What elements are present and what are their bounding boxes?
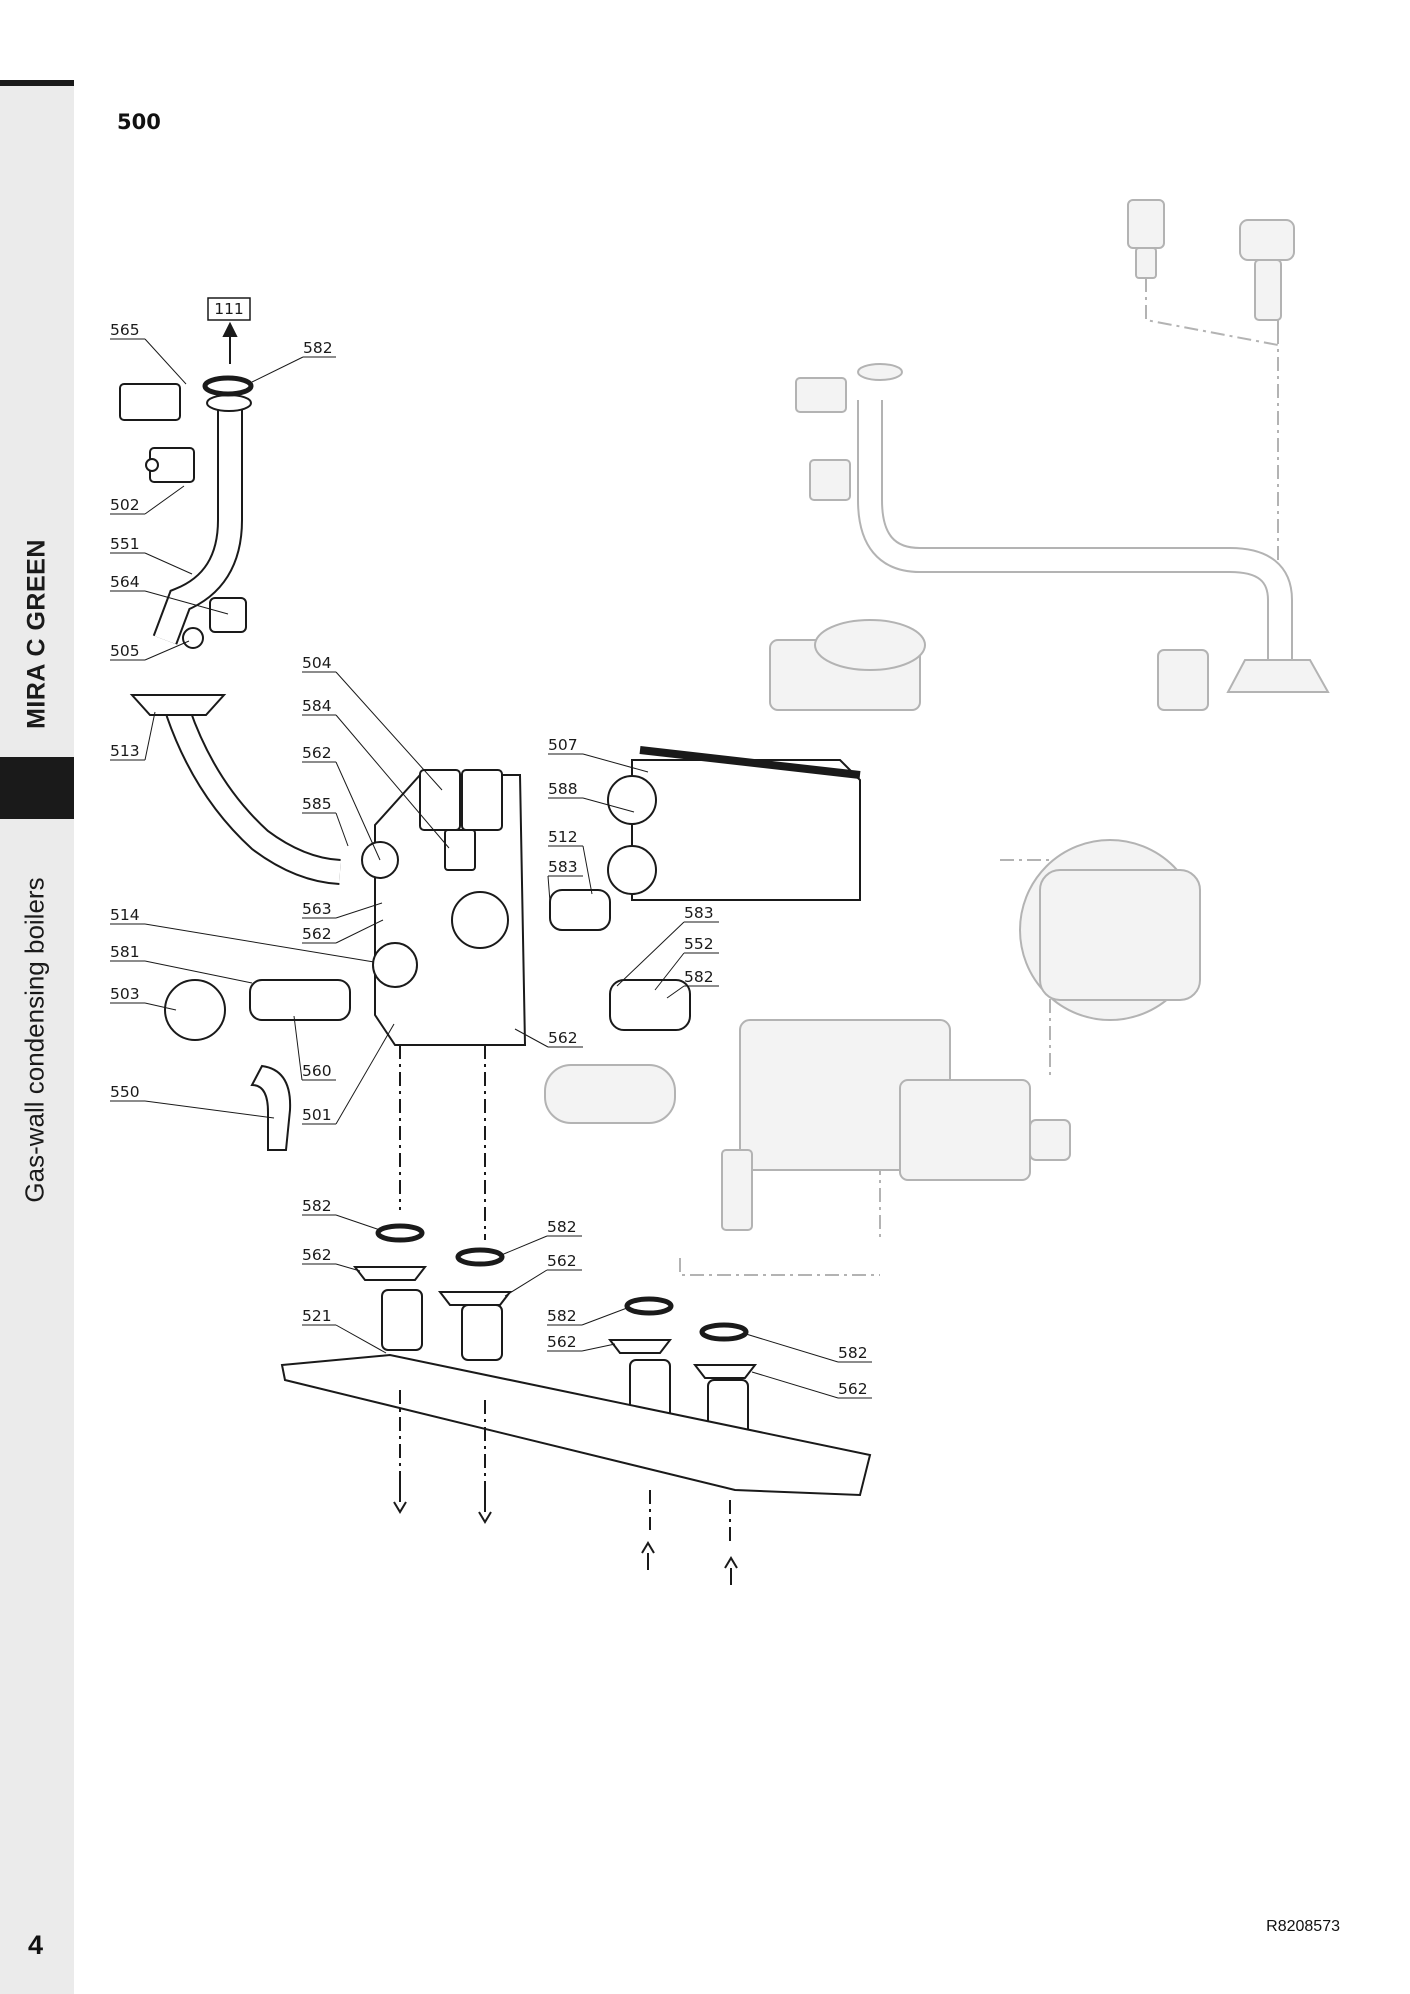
callout-label: 582 [547,1307,577,1325]
callout-label: 521 [302,1307,332,1325]
callout-label: 582 [547,1218,577,1236]
callout-label: 560 [302,1062,332,1080]
callout-label: 583 [548,858,578,876]
callout-label: 584 [302,697,332,715]
reference-box-label: 111 [214,300,244,318]
callout-label: 503 [110,985,140,1003]
callout-label: 564 [110,573,140,591]
callout-labels: 565 582 502 551 564 505 513 504 584 562 … [110,321,872,1399]
callout-label: 562 [547,1333,577,1351]
callout-label: 505 [110,642,140,660]
document-reference: R8208573 [1266,1918,1340,1935]
callout-label: 514 [110,906,140,924]
callout-label: 588 [548,780,578,798]
side-top-rule [0,80,74,86]
callout-label: 550 [110,1083,140,1101]
callout-label: 585 [302,795,332,813]
callout-label: 551 [110,535,140,553]
reference-box [207,297,251,321]
foreground-assembly [119,321,872,1585]
page-number: 4 [28,1930,44,1960]
background-assembly [544,199,1330,1276]
side-black-tab [0,757,74,819]
callout-label: 582 [302,1197,332,1215]
callout-label: 562 [838,1380,868,1398]
section-number: 500 [117,110,161,134]
callout-label: 582 [684,968,714,986]
callout-label: 563 [302,900,332,918]
side-band [0,86,74,1994]
callout-label: 552 [684,935,714,953]
callout-label: 562 [302,744,332,762]
callout-label: 565 [110,321,140,339]
callout-label: 562 [547,1252,577,1270]
callout-label: 504 [302,654,332,672]
callout-label: 501 [302,1106,332,1124]
callout-label: 502 [110,496,140,514]
callout-label: 582 [303,339,333,357]
callout-label: 582 [838,1344,868,1362]
callout-label: 507 [548,736,578,754]
callout-label: 512 [548,828,578,846]
callout-label: 562 [302,1246,332,1264]
callout-label: 513 [110,742,140,760]
callout-label: 562 [302,925,332,943]
callout-label: 581 [110,943,140,961]
callout-label: 583 [684,904,714,922]
callout-label: 562 [548,1029,578,1047]
